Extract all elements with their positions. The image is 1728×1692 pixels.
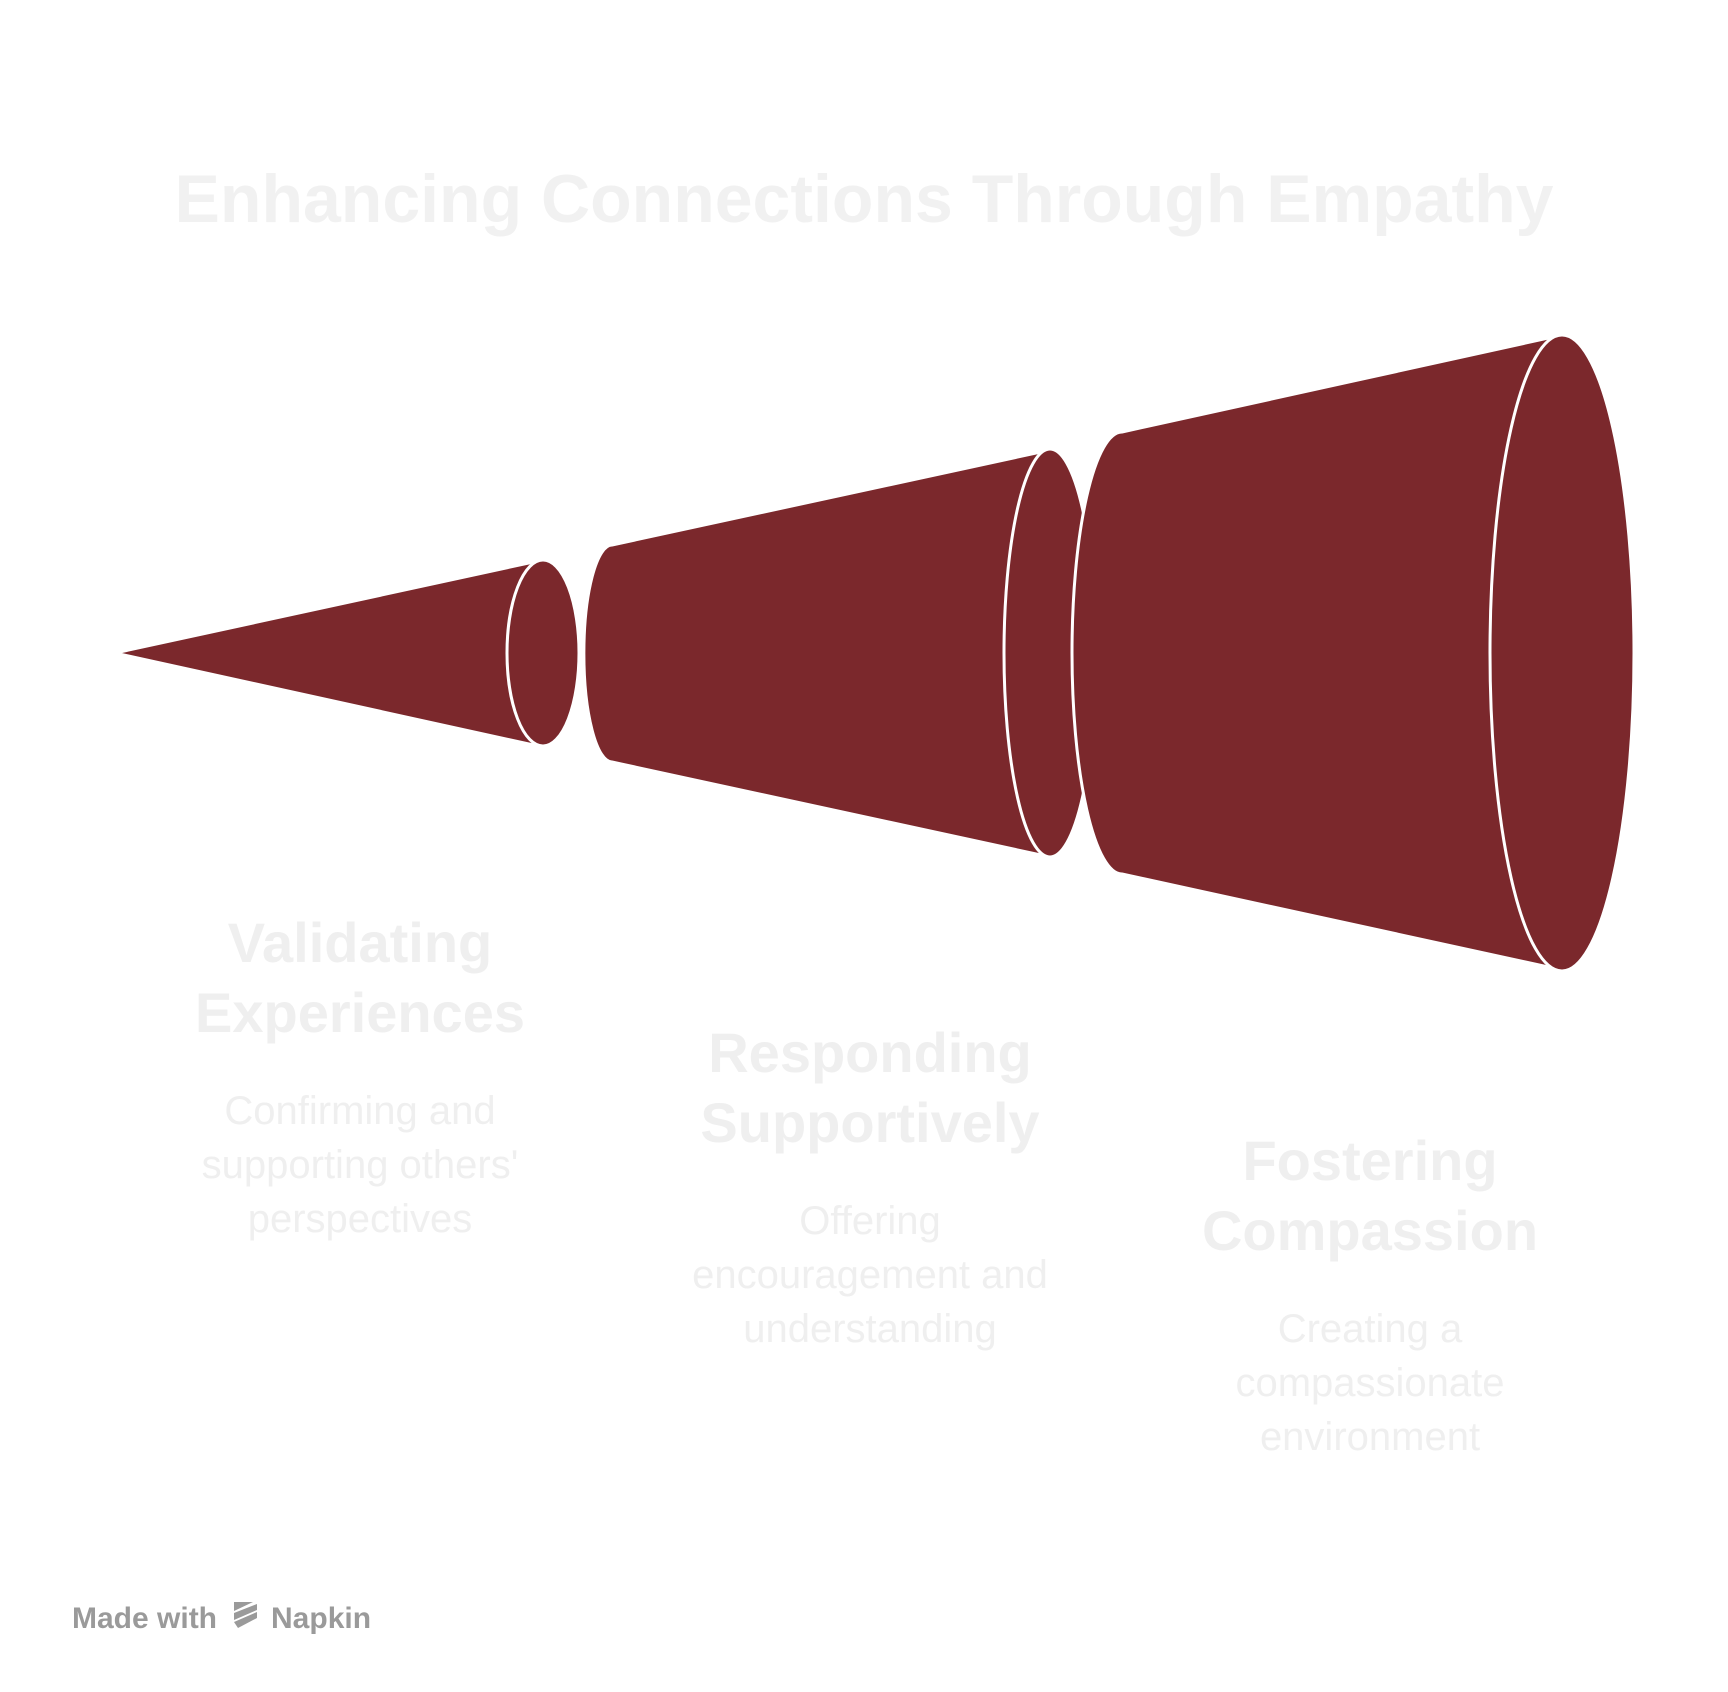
stage-validating-desc-line3: perspectives xyxy=(247,1197,473,1241)
stage-validating-title-line1: Validating xyxy=(227,911,493,974)
stage-validating-desc-line1: Confirming and xyxy=(224,1089,496,1133)
segment-fostering-face xyxy=(1488,333,1636,973)
stage-responding: Responding Supportively Offering encoura… xyxy=(660,1018,1080,1356)
stage-fostering-desc-line3: environment xyxy=(1259,1415,1481,1459)
segment-responding-body xyxy=(582,448,1052,859)
made-with-napkin-footer[interactable]: Made with Napkin xyxy=(72,1598,371,1640)
stage-responding-title: Responding Supportively xyxy=(660,1018,1080,1158)
stage-responding-description: Offering encouragement and understanding xyxy=(660,1194,1080,1356)
stage-fostering-desc-line2: compassionate xyxy=(1235,1361,1505,1405)
stage-fostering-description: Creating a compassionate environment xyxy=(1170,1302,1570,1464)
segment-validating xyxy=(113,558,581,748)
stage-responding-title-line1: Responding xyxy=(708,1021,1032,1084)
napkin-logo-icon xyxy=(231,1598,261,1640)
stage-fostering-desc-line1: Creating a xyxy=(1277,1307,1463,1351)
stage-responding-title-line2: Supportively xyxy=(700,1091,1040,1154)
stage-validating-title: Validating Experiences xyxy=(160,908,560,1048)
segment-fostering xyxy=(1070,333,1636,973)
made-with-label: Made with xyxy=(72,1602,218,1635)
segment-fostering-body xyxy=(1070,333,1564,972)
stage-validating-desc-line2: supporting others' xyxy=(201,1143,519,1187)
segment-validating-body xyxy=(113,559,540,748)
page-title: Enhancing Connections Through Empathy xyxy=(174,161,1554,237)
napkin-brand-label: Napkin xyxy=(271,1602,372,1635)
stage-responding-desc-line1: Offering xyxy=(799,1199,941,1243)
stage-validating-description: Confirming and supporting others' perspe… xyxy=(160,1084,560,1246)
stage-validating-title-line2: Experiences xyxy=(195,981,525,1044)
stage-fostering-title-line2: Compassion xyxy=(1201,1199,1539,1262)
segment-validating-face xyxy=(505,558,581,748)
stage-fostering-title: Fostering Compassion xyxy=(1170,1126,1570,1266)
stage-fostering-title-line1: Fostering xyxy=(1242,1129,1498,1192)
stage-fostering: Fostering Compassion Creating a compassi… xyxy=(1170,1126,1570,1464)
stage-responding-desc-line3: understanding xyxy=(743,1307,997,1351)
stage-responding-desc-line2: encouragement and xyxy=(692,1253,1048,1297)
stage-validating: Validating Experiences Confirming and su… xyxy=(160,908,560,1246)
segment-responding xyxy=(582,447,1098,859)
